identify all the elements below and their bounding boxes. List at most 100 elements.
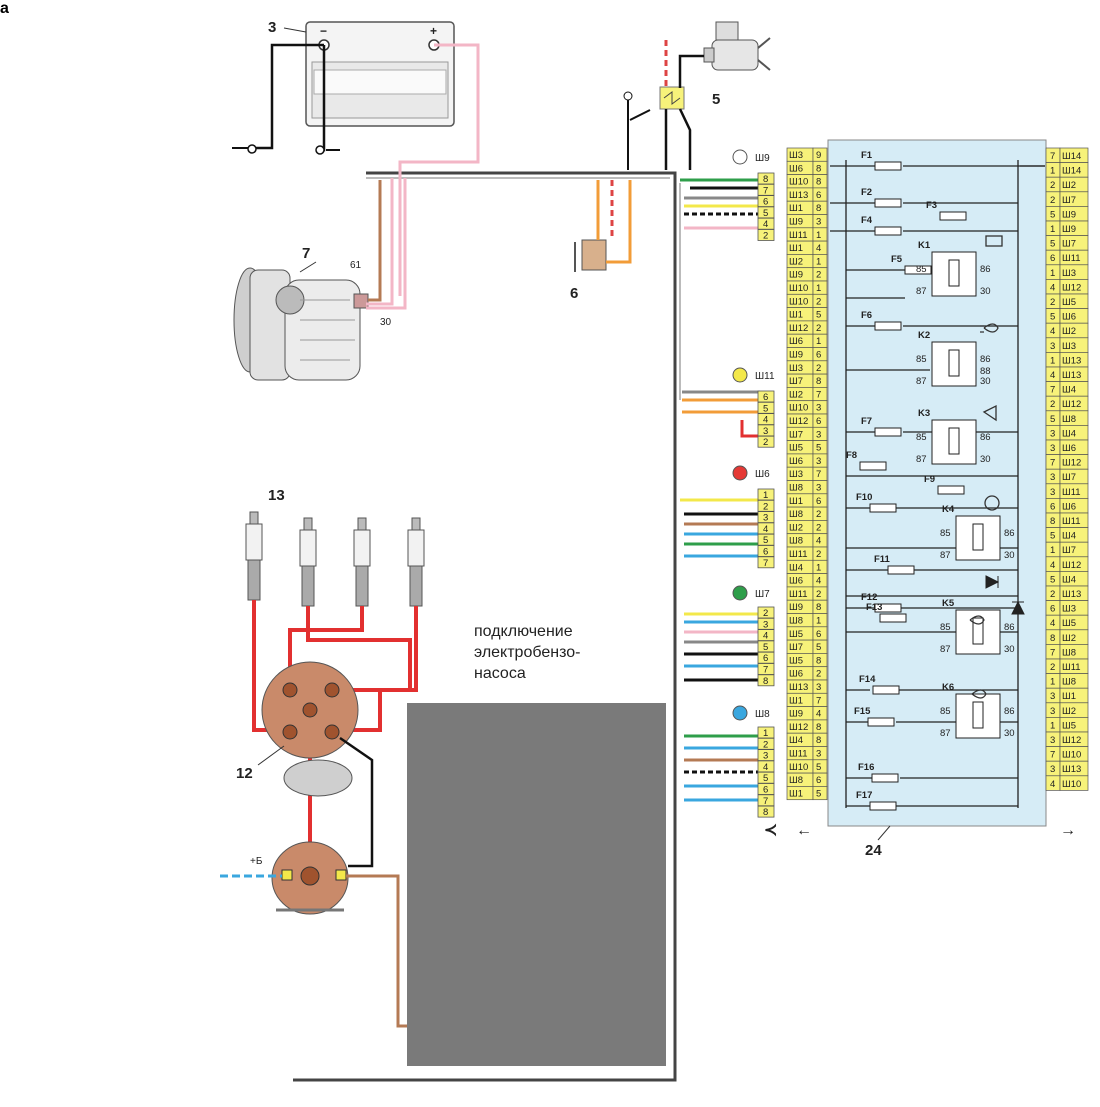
block-terminal-pin-label: 1 xyxy=(816,230,821,241)
relay-pin-label: 87 xyxy=(940,644,951,655)
block-terminal-pin-label: 8 xyxy=(816,735,821,746)
block-terminal-connector-label: Ш4 xyxy=(1062,385,1076,396)
relay-pin-label: 85 xyxy=(916,432,927,443)
block-terminal-pin-label: 5 xyxy=(1050,531,1055,542)
fuse-label: F17 xyxy=(856,790,872,801)
relay-pin-label: 30 xyxy=(1004,550,1015,561)
block-terminal-connector-label: Ш8 xyxy=(789,536,803,547)
block-terminal-pin-label: 5 xyxy=(816,310,821,321)
relay-pin-label: 85 xyxy=(916,264,927,275)
block-terminal-connector-label: Ш14 xyxy=(1062,151,1081,162)
block-terminal-pin-label: 8 xyxy=(816,655,821,666)
block-terminal-connector-label: Ш2 xyxy=(789,522,803,533)
block-terminal-connector-label: Ш4 xyxy=(789,562,803,573)
block-terminal-connector-label: Ш2 xyxy=(1062,706,1076,717)
diodes xyxy=(985,575,1025,615)
connector-pin-number: 6 xyxy=(763,547,768,558)
block-terminal-connector-label: Ш12 xyxy=(1062,458,1081,469)
block-terminal-pin-label: 1 xyxy=(816,616,821,627)
low-beam-icon xyxy=(971,689,987,699)
block-terminal-pin-label: 6 xyxy=(816,496,821,507)
block-terminal-pin-label: 1 xyxy=(816,283,821,294)
relay-label: K3 xyxy=(918,408,930,419)
high-beam-icon xyxy=(969,615,985,625)
connector-dot xyxy=(732,585,748,601)
fuse-label: F2 xyxy=(861,187,872,198)
relay-body xyxy=(955,515,1001,561)
battery: − + xyxy=(305,21,455,127)
block-terminal-connector-label: Ш12 xyxy=(1062,399,1081,410)
connector-pin-number: 7 xyxy=(763,665,768,676)
block-terminal-pin-label: 3 xyxy=(1050,428,1055,439)
relay-pin-label: 30 xyxy=(1004,728,1015,739)
block-terminal-pin-label: 5 xyxy=(1050,312,1055,323)
block-terminal-connector-label: Ш7 xyxy=(1062,239,1076,250)
block-terminal-connector-label: Ш11 xyxy=(1062,487,1081,498)
block-terminal-pin-label: 7 xyxy=(1050,385,1055,396)
block-terminal-pin-label: 3 xyxy=(1050,341,1055,352)
block-terminal-connector-label: Ш4 xyxy=(1062,428,1076,439)
block-terminal-pin-label: 3 xyxy=(816,483,821,494)
block-terminal-connector-label: Ш6 xyxy=(789,336,803,347)
relay-pin-label: 30 xyxy=(980,286,991,297)
connector-pin-number: 2 xyxy=(763,501,768,512)
block-terminal-pin-label: 7 xyxy=(1050,750,1055,761)
block-terminal-pin-label: 6 xyxy=(816,190,821,201)
block-terminal-connector-label: Ш2 xyxy=(1062,326,1076,337)
block-terminal-connector xyxy=(1059,775,1089,791)
fuse-label: F5 xyxy=(891,254,903,265)
block-terminal-connector-label: Ш6 xyxy=(1062,443,1076,454)
block-terminal-connector-label: Ш1 xyxy=(789,788,803,799)
block-terminal-connector-label: Ш8 xyxy=(789,509,803,520)
block-terminal-pin-label: 3 xyxy=(1050,487,1055,498)
connector-harness xyxy=(680,178,760,802)
block-terminal-pin-label: 2 xyxy=(816,296,821,307)
block-terminal-pin-label: 6 xyxy=(1050,501,1055,512)
block-terminal-pin-label: 5 xyxy=(816,642,821,653)
block-terminal-connector-label: Ш5 xyxy=(1062,297,1076,308)
block-terminal-connector-label: Ш9 xyxy=(789,270,803,281)
connector-pin-number: 7 xyxy=(763,796,768,807)
connector-pin-number: 8 xyxy=(763,174,768,185)
connector-pin-number: 2 xyxy=(763,231,768,242)
connector-pin-number: 2 xyxy=(763,739,768,750)
fuse-icon xyxy=(867,717,895,727)
relay-body xyxy=(955,693,1001,739)
block-terminal-pin-label: 3 xyxy=(1050,691,1055,702)
block-terminal-connector-label: Ш13 xyxy=(1062,355,1081,366)
spark-plug-icon xyxy=(407,517,425,607)
spark-plug-icon xyxy=(299,517,317,607)
block-terminal-connector-label: Ш9 xyxy=(789,709,803,720)
fuse-label: F6 xyxy=(861,310,872,321)
connector-sh7: Ш7 xyxy=(732,585,770,601)
block-terminal-pin-label: 3 xyxy=(816,456,821,467)
block-terminal-connector-label: Ш6 xyxy=(789,576,803,587)
connector-pin xyxy=(757,805,775,818)
connector-pin-number: 3 xyxy=(763,751,768,762)
block-terminal-pin-label: 1 xyxy=(816,256,821,267)
block-terminal-pin-label: 2 xyxy=(816,509,821,520)
block-terminal-pin-label: 8 xyxy=(816,602,821,613)
fuses: F1F2F3F4F5F6F7F8F9F10F11F12F13F14F15F16F… xyxy=(846,150,967,811)
diode-icon xyxy=(1011,600,1025,615)
block-terminal-connector-label: Ш12 xyxy=(1062,735,1081,746)
block-terminal-connector-label: Ш12 xyxy=(789,323,808,334)
block-terminal-connector-label: Ш5 xyxy=(1062,720,1076,731)
arrow-right: → xyxy=(1060,822,1076,839)
block-terminal-pin-label: 5 xyxy=(816,788,821,799)
block-terminal-connector-label: Ш10 xyxy=(1062,779,1081,790)
connector-pin xyxy=(757,556,775,569)
relay-body xyxy=(931,419,977,465)
callout-battery: 3 xyxy=(268,19,276,36)
connector-pin-number: 6 xyxy=(763,197,768,208)
block-terminal-pin-label: 8 xyxy=(816,376,821,387)
connector-pin-number: 4 xyxy=(763,631,768,642)
block-terminal-connector-label: Ш10 xyxy=(789,296,808,307)
connector-name: Ш7 xyxy=(755,589,770,600)
block-terminal-pin-label: 4 xyxy=(1050,282,1055,293)
connector-pin xyxy=(757,435,775,448)
arrow-branch: ≺ xyxy=(764,822,777,839)
alt-terminal-30: 30 xyxy=(380,317,392,328)
block-terminal-pin-label: 6 xyxy=(816,775,821,786)
block-terminal-pin-label: 8 xyxy=(816,722,821,733)
